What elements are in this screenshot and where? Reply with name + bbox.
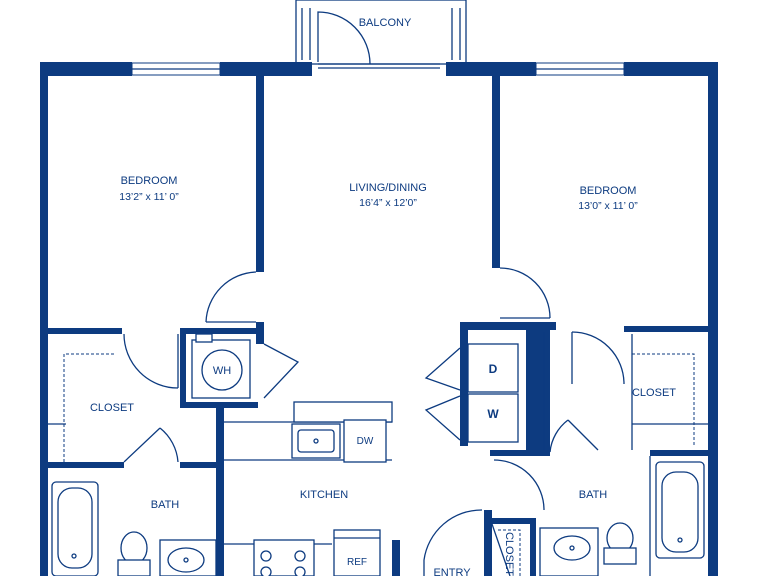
dryer-label: D [489,362,498,376]
bedroom-left-label: BEDROOM [121,175,178,187]
bedroom-left-dims: 13’2” x 11’ 0” [119,191,179,203]
balcony-label: BALCONY [359,17,412,29]
balcony-area [295,0,467,69]
exterior-walls [40,62,718,576]
water-heater-label: WH [213,365,231,377]
closet-right-label: CLOSET [632,387,676,399]
bath-left-label: BATH [151,499,180,511]
water-heater-closet [191,333,251,399]
closet-left-label: CLOSET [90,402,134,414]
dishwasher-label: DW [357,436,374,447]
room-labels: BALCONY BEDROOM 13’2” x 11’ 0” LIVING/DI… [90,17,676,576]
closet-entry-label: CLOSET [503,532,515,576]
refrigerator-label: REF [347,557,367,568]
interior-walls [48,76,708,576]
kitchen-area [224,401,393,576]
entry-label: ENTRY [433,567,471,576]
doors [123,267,625,576]
laundry-closet [467,343,519,443]
kitchen-label: KITCHEN [300,489,348,501]
right-bath-fixtures [539,456,705,576]
windows [131,62,625,76]
left-bath-fixtures [51,481,217,576]
living-dining-dims: 16’4” x 12’0” [359,197,417,209]
washer-label: W [487,407,499,421]
living-dining-label: LIVING/DINING [349,182,427,194]
bedroom-right-label: BEDROOM [580,185,637,197]
bath-right-label: BATH [579,489,608,501]
appliance-labels: WH D W DW REF [213,362,500,568]
bedroom-right-dims: 13’0” x 11’ 0” [578,200,638,212]
